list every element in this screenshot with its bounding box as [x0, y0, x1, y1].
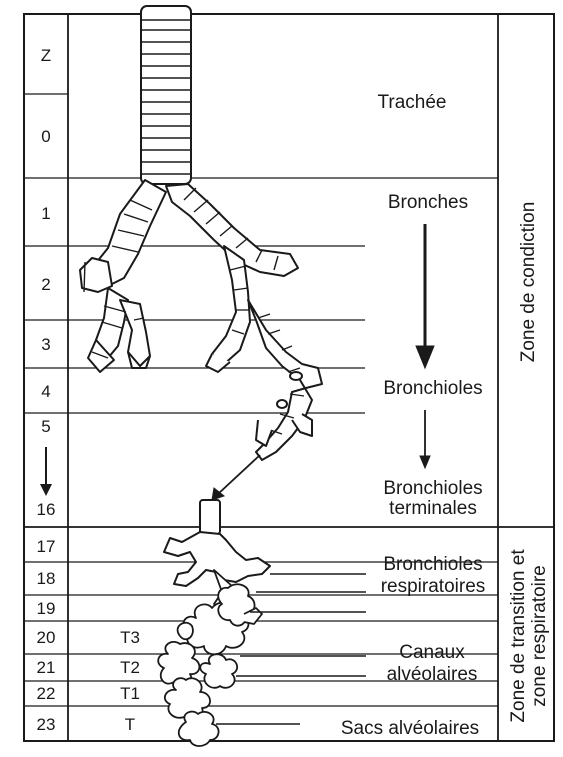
zone-labels: Zone de condiction Zone de transition et…: [508, 202, 550, 723]
generation-label: 5: [41, 417, 50, 436]
label-sacs-alveolaires: Sacs alvéolaires: [341, 718, 479, 739]
generation-label: 0: [41, 127, 50, 146]
transition-label: T3: [120, 628, 140, 647]
zone-conduction-label: Zone de condiction: [518, 202, 539, 363]
generation-label: 3: [41, 335, 50, 354]
label-bronchioles-terminales-line2: terminales: [389, 498, 477, 519]
generation-label: Z: [41, 46, 51, 65]
label-bronchioles-respiratoires-line1: Bronchioles: [383, 554, 482, 575]
generation-label: 4: [41, 382, 50, 401]
transition-label: T2: [120, 658, 140, 677]
arrow-down-icon: [416, 346, 434, 368]
generation-label: 19: [37, 599, 56, 618]
left-bronchus-drawing: [80, 180, 166, 372]
generation-label: 17: [37, 537, 56, 556]
generation-row-lines: [24, 94, 554, 706]
arrow-down-icon: [420, 456, 430, 468]
label-bronchioles-terminales-line1: Bronchioles: [383, 478, 482, 499]
generation-label: 1: [41, 204, 50, 223]
label-canaux-alveolaires-line2: alvéolaires: [387, 664, 478, 685]
alveolar-tree-drawing: [158, 570, 262, 746]
generation-label: 23: [37, 715, 56, 734]
generation-label: 2: [41, 275, 50, 294]
transition-label: T: [125, 715, 135, 734]
zone-respiratoire-label-line1: Zone de transition et: [508, 549, 529, 723]
generation-label: 21: [37, 658, 56, 677]
generation-label: 20: [37, 628, 56, 647]
zone-respiratoire-label-line2: zone respiratoire: [529, 565, 550, 707]
label-bronchioles-respiratoires-line2: respiratoires: [381, 576, 486, 597]
arrow-to-terminal-bronchiole-shaft: [218, 455, 260, 494]
label-trachee: Trachée: [378, 92, 447, 113]
generation-numbers: Z 0 1 2 3 4 5 16 17 18 19 20 21 22 23: [37, 46, 56, 734]
generation-label: 18: [37, 569, 56, 588]
generation-label: 22: [37, 684, 56, 703]
structure-labels: Trachée Bronches Bronchioles Bronchioles…: [341, 92, 485, 739]
generation-label: 16: [37, 500, 56, 519]
label-bronchioles: Bronchioles: [383, 378, 482, 399]
transition-label: T1: [120, 684, 140, 703]
trachea-drawing: [141, 6, 191, 184]
generation-arrow-icon: [40, 484, 52, 496]
right-bronchus-drawing: [166, 184, 322, 460]
label-bronches: Bronches: [388, 192, 468, 213]
airway-tree-illustration: [80, 6, 322, 746]
label-canaux-alveolaires-line1: Canaux: [399, 642, 465, 663]
